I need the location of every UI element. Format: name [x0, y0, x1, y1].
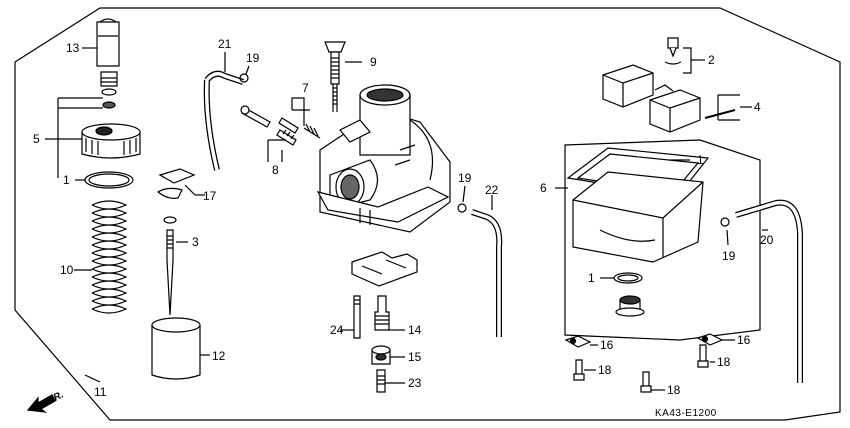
callout-19: 19 — [722, 249, 736, 263]
callout-19: 19 — [246, 51, 260, 65]
air-vent-hose-group — [720, 199, 803, 383]
callout-8: 8 — [272, 163, 279, 177]
callout-6: 6 — [540, 181, 547, 195]
callout-10: 10 — [60, 263, 74, 277]
callout-18: 18 — [667, 383, 681, 397]
callout-1: 1 — [588, 271, 595, 285]
spring — [91, 200, 128, 314]
callout-23: 23 — [408, 376, 422, 390]
callout-12: 12 — [212, 349, 226, 363]
callout-17: 17 — [203, 189, 217, 203]
callout-24: 24 — [330, 323, 344, 337]
callout-3: 3 — [192, 235, 199, 249]
callout-1: 1 — [697, 153, 704, 167]
diagram-code: KA43-E1200 — [655, 408, 717, 419]
carburetor-body — [316, 84, 451, 233]
callout-11: 11 — [94, 385, 107, 399]
callout-14: 14 — [408, 323, 422, 337]
callout-22: 22 — [485, 183, 499, 197]
overflow-hose-group — [457, 185, 503, 337]
upper-middle-parts — [203, 41, 362, 171]
callout-4: 4 — [754, 100, 761, 114]
slide-valve-group — [45, 18, 210, 383]
callout-1: 1 — [63, 173, 70, 187]
callout-20: 20 — [760, 233, 774, 247]
callout-13: 13 — [66, 41, 80, 55]
callout-19: 19 — [458, 171, 472, 185]
callout-9: 9 — [370, 55, 377, 69]
diagram-frame — [14, 7, 841, 421]
callout-2: 2 — [708, 53, 715, 67]
callout-16: 16 — [600, 338, 614, 352]
callout-5: 5 — [33, 132, 40, 146]
callout-18: 18 — [598, 363, 612, 377]
callout-18: 18 — [717, 355, 731, 369]
callout-16: 16 — [737, 333, 751, 347]
mount-hardware-group — [564, 333, 735, 393]
float-bowl-group — [555, 139, 761, 341]
front-direction-arrow-icon — [26, 394, 56, 413]
jet-parts — [340, 251, 418, 393]
float-group — [602, 37, 752, 133]
direction-label: FR. — [46, 389, 65, 406]
callout-21: 21 — [218, 37, 232, 51]
callout-7: 7 — [302, 81, 309, 95]
callout-15: 15 — [408, 350, 422, 364]
